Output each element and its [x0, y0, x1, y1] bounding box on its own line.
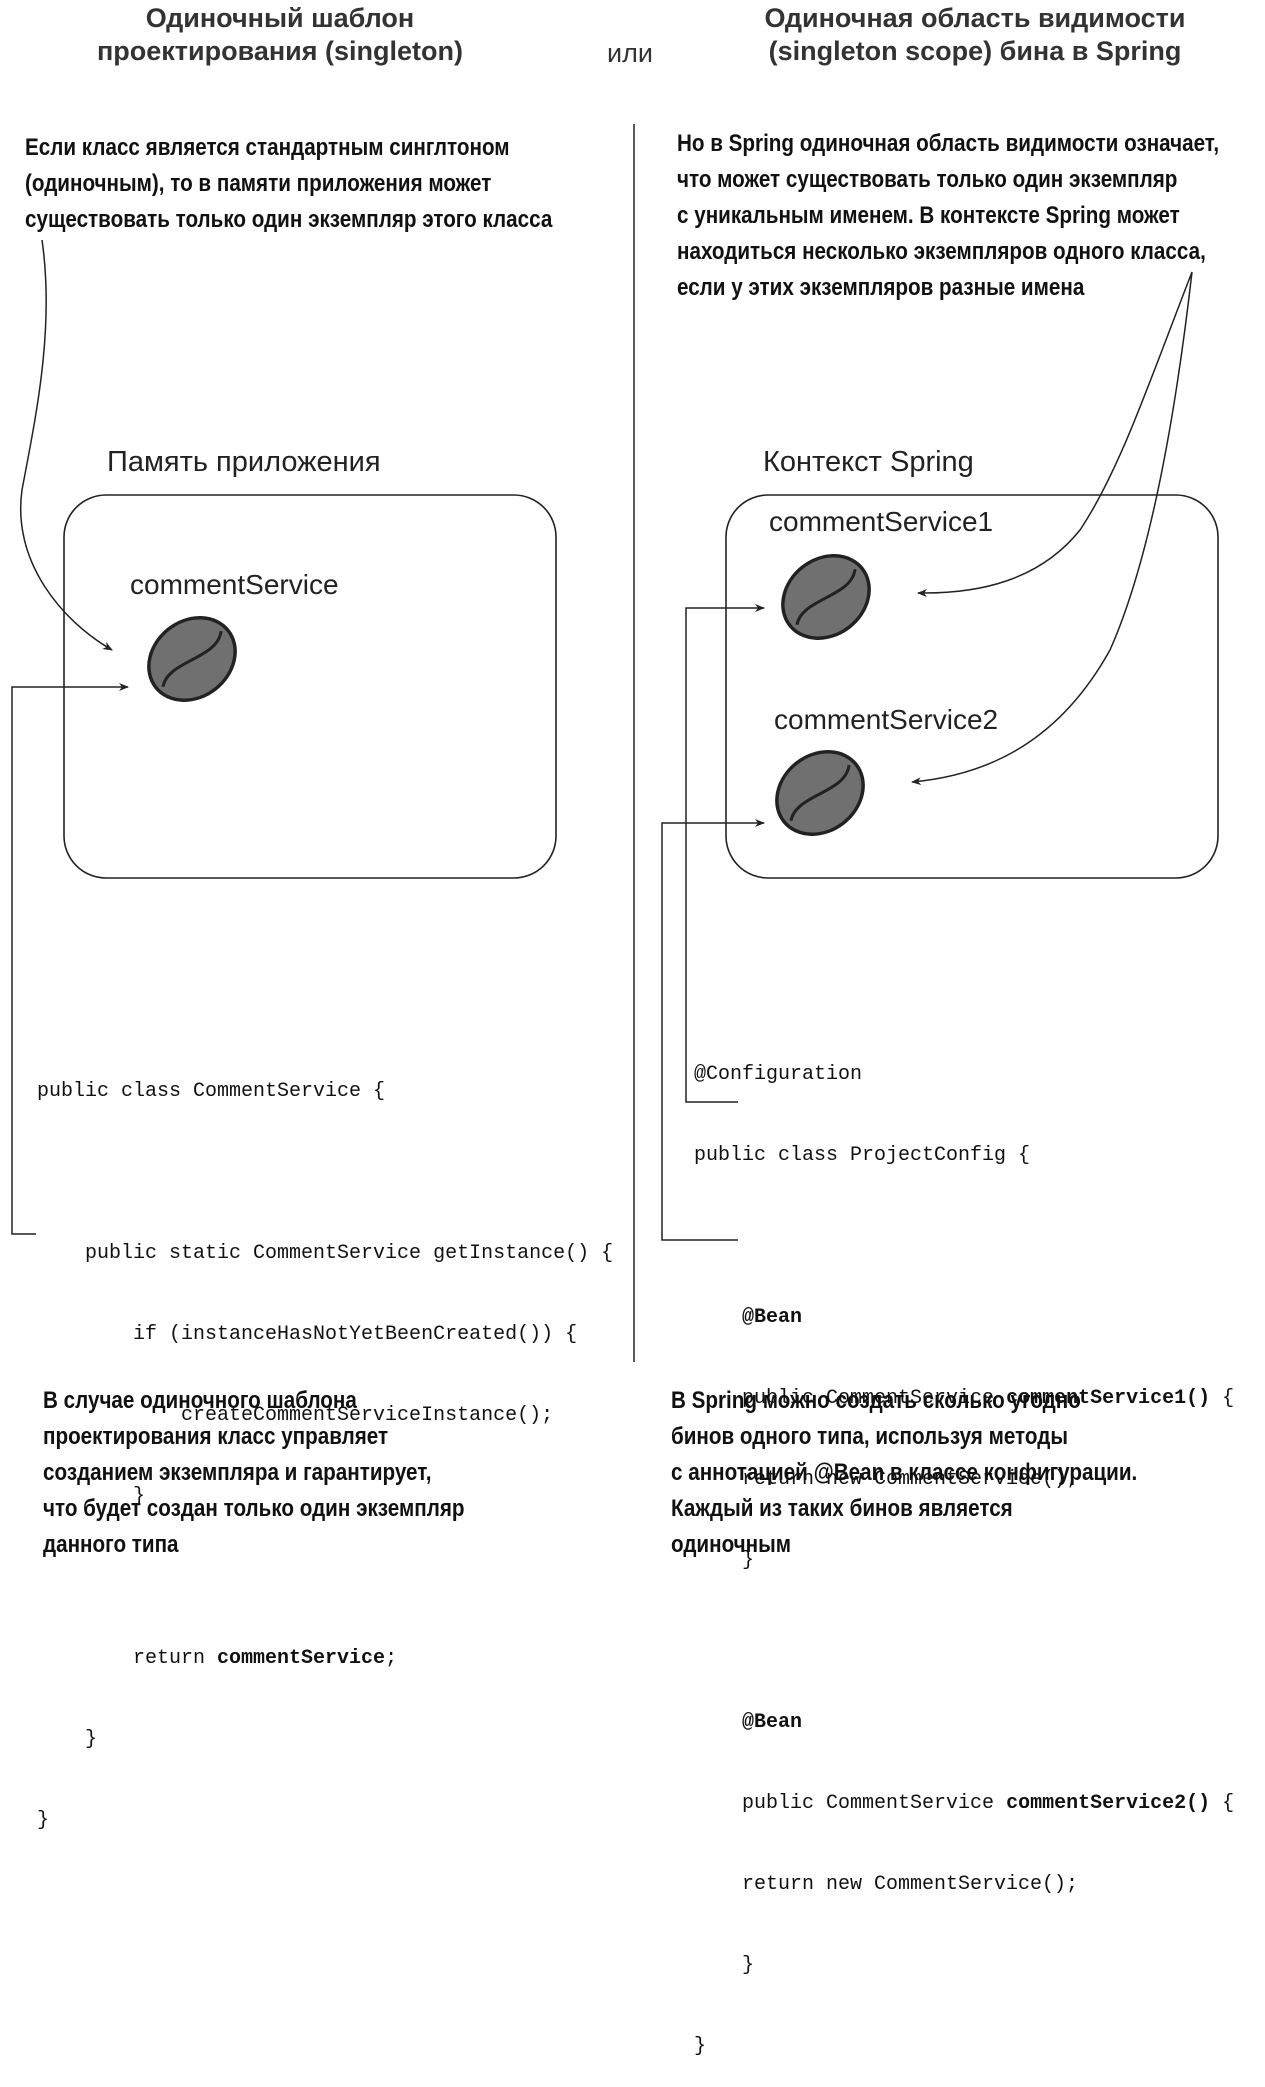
code-line: return new CommentService();: [694, 1873, 1079, 1896]
note-line: находиться несколько экземпляров одного …: [677, 238, 1206, 265]
code-text: {: [1222, 1792, 1235, 1815]
code-text: public CommentService: [694, 1387, 1007, 1410]
bean2-icon: [775, 750, 865, 836]
note-line: проектирования класс управляет: [43, 1423, 389, 1450]
app-memory-box: [63, 494, 557, 879]
code-line-method2: public CommentService commentService2() …: [694, 1790, 1234, 1817]
code-bold-text: commentService2(): [1006, 1792, 1223, 1815]
note-line: (одиночным), то в памяти приложения може…: [25, 170, 492, 197]
right-heading-line2: (singleton scope) бина в Spring: [768, 36, 1182, 66]
bean1-label: commentService1: [769, 506, 994, 537]
right-note-arrow-2: [911, 271, 1193, 786]
spring-context-label: Контекст Spring: [763, 446, 974, 478]
bean2-label: commentService2: [774, 704, 999, 735]
right-note-arrow-1: [917, 271, 1193, 598]
bean-icon: [147, 616, 237, 702]
right-heading-line1: Одиночная область видимости: [764, 3, 1186, 33]
note-line: что может существовать только один экзем…: [677, 166, 1178, 193]
code-bold-text: @Bean: [742, 1711, 803, 1734]
code-line-annotation: @Bean: [694, 1304, 1234, 1331]
code-bold-text: @Bean: [742, 1306, 803, 1329]
left-bottom-note: В случае одиночного шаблона проектирован…: [43, 1383, 464, 1563]
code-line: public class CommentService {: [37, 1080, 386, 1103]
code-line-blank: [694, 1628, 1234, 1655]
bean1-icon: [781, 554, 871, 640]
code-line: }: [37, 1485, 146, 1508]
code-text: return: [37, 1647, 218, 1670]
note-line: с аннотацией @Bean в классе конфигурации…: [671, 1459, 1138, 1486]
separator-or: или: [607, 38, 653, 68]
code-bold-text: commentService: [217, 1647, 386, 1670]
code-line: return new CommentService();: [694, 1468, 1079, 1491]
code-line: }: [694, 1549, 755, 1572]
code-line-annotation: @Bean: [694, 1709, 1234, 1736]
note-line: одиночным: [671, 1531, 792, 1558]
note-line: Каждый из таких бинов является: [671, 1495, 1013, 1522]
left-heading: Одиночный шаблон проектирования (singlet…: [40, 2, 520, 68]
code-line: if (instanceHasNotYetBeenCreated()) {: [37, 1323, 578, 1346]
code-text: ;: [385, 1647, 398, 1670]
code-line: }: [694, 2035, 707, 2058]
diagram-graphics: [11, 124, 1219, 1362]
code-line-method1: public CommentService commentService1() …: [694, 1385, 1234, 1412]
bean-label: commentService: [130, 569, 339, 600]
code-line: public static CommentService getInstance…: [37, 1242, 614, 1265]
left-note-arrow: [20, 239, 113, 651]
note-line: данного типа: [43, 1531, 179, 1558]
note-line: Если класс является стандартным синглтон…: [25, 134, 510, 161]
app-memory-label: Память приложения: [107, 446, 381, 478]
note-line: с уникальным именем. В контексте Spring …: [677, 202, 1180, 229]
left-heading-line1: Одиночный шаблон: [145, 3, 415, 33]
note-line: если у этих экземпляров разные имена: [677, 274, 1085, 301]
code-line-return: return commentService;: [37, 1645, 613, 1672]
bean2-connector: [661, 819, 765, 1241]
code-line: createCommentServiceInstance();: [37, 1404, 554, 1427]
code-line: }: [694, 1954, 755, 1977]
code-line-blank: [694, 1223, 1234, 1250]
right-top-note: Но в Spring одиночная область видимости …: [677, 126, 1219, 306]
code-bold-text: commentService1(): [1006, 1387, 1223, 1410]
code-line: public class ProjectConfig {: [694, 1144, 1031, 1167]
right-bottom-note: В Spring можно создать сколько угодно би…: [671, 1383, 1137, 1563]
code-line-blank: [37, 1564, 613, 1591]
left-top-note: Если класс является стандартным синглтон…: [25, 130, 552, 238]
note-line: существовать только один экземпляр этого…: [25, 206, 553, 233]
note-line: что будет создан только один экземпляр: [43, 1495, 465, 1522]
code-line: @Configuration: [694, 1063, 863, 1086]
left-return-connector: [11, 683, 129, 1235]
left-heading-line2: проектирования (singleton): [96, 36, 464, 66]
code-text: {: [1222, 1387, 1235, 1410]
code-line: }: [37, 1809, 50, 1832]
code-line-blank: [37, 1159, 613, 1186]
right-heading: Одиночная область видимости (singleton s…: [715, 2, 1235, 68]
note-line: бинов одного типа, используя методы: [671, 1423, 1068, 1450]
note-line: В случае одиночного шаблона: [43, 1387, 357, 1414]
note-line: Но в Spring одиночная область видимости …: [677, 130, 1220, 157]
note-line: В Spring можно создать сколько угодно: [671, 1387, 1081, 1414]
note-line: созданием экземпляра и гарантирует,: [43, 1459, 432, 1486]
code-line: }: [37, 1728, 98, 1751]
spring-context-box: [725, 494, 1219, 879]
bean1-connector: [685, 604, 765, 1103]
code-text: public CommentService: [694, 1792, 1007, 1815]
